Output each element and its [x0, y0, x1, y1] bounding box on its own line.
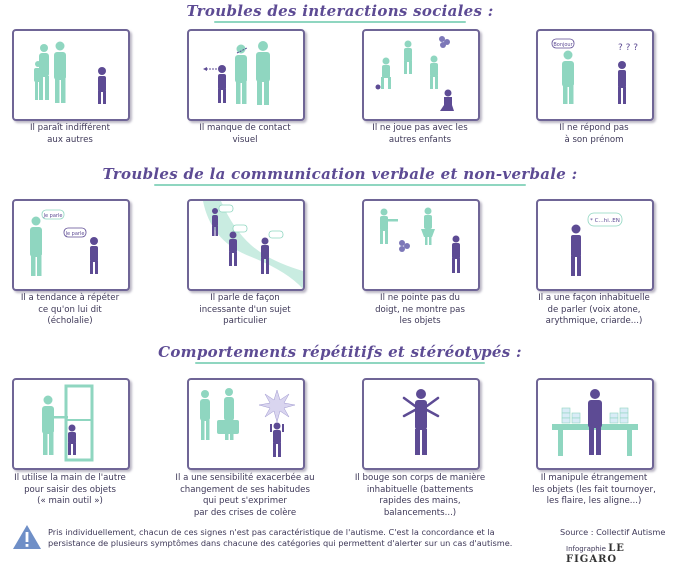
- caption-no-play: Il ne joue pas avec les autres enfants: [372, 123, 468, 145]
- illustration-odd-speech: * C...hi..EN: [536, 199, 654, 291]
- illustration-indifferent: [12, 29, 130, 121]
- section-title-communication: Troubles de la communication verbale et …: [0, 165, 680, 186]
- caption-tool-hand: Il utilise la main de l'autre pour saisi…: [14, 473, 126, 506]
- credit-brand: LE FIGARO: [566, 543, 625, 565]
- warning-icon: [13, 525, 41, 549]
- section-title-repetitive-text: Comportements répétitifs et stéréotypés …: [158, 343, 522, 361]
- credit: Infographie LE FIGARO: [566, 543, 680, 565]
- illustration-incessant-talk: [187, 199, 305, 291]
- illustration-change-sensitivity: [187, 378, 305, 470]
- section-title-communication-text: Troubles de la communication verbale et …: [102, 165, 578, 183]
- credit-prefix: Infographie: [566, 545, 606, 553]
- title-underline: [154, 184, 526, 186]
- illustration-eye-contact: [187, 29, 305, 121]
- bubble-je-parle-child: Je parle: [65, 231, 85, 237]
- caption-odd-speech: Il a une façon inhabituelle de parler (v…: [538, 293, 650, 326]
- bubble-odd-speech: * C...hi..EN: [590, 218, 620, 224]
- caption-eye-contact: Il manque de contact visuel: [199, 123, 291, 145]
- illustration-no-name-response: Bonjour ? ? ?: [536, 29, 654, 121]
- title-underline: [195, 362, 485, 364]
- bubble-bonjour: Bonjour: [553, 42, 573, 48]
- illustration-echolalia: Je parle Je parle: [12, 199, 130, 291]
- caption-no-pointing: Il ne pointe pas du doigt, ne montre pas…: [375, 293, 465, 326]
- caption-incessant-talk: Il parle de façon incessante d'un sujet …: [199, 293, 291, 326]
- section-title-repetitive: Comportements répétitifs et stéréotypés …: [0, 343, 680, 364]
- caption-change-sensitivity: Il a une sensibilité exacerbée au change…: [175, 473, 315, 518]
- section-title-social: Troubles des interactions sociales :: [0, 2, 680, 23]
- title-underline: [214, 21, 466, 23]
- illustration-tool-hand: [12, 378, 130, 470]
- illustration-no-pointing: [362, 199, 480, 291]
- section-title-social-text: Troubles des interactions sociales :: [186, 2, 494, 20]
- caption-object-manipulation: Il manipule étrangement les objets (les …: [532, 473, 656, 506]
- caption-echolalia: Il a tendance à répéter ce qu'on lui dit…: [20, 293, 120, 326]
- illustration-object-manipulation: [536, 378, 654, 470]
- illustration-body-movement: [362, 378, 480, 470]
- footnote: Pris individuellement, chacun de ces sig…: [48, 527, 513, 548]
- bubble-question: ? ? ?: [618, 43, 638, 53]
- caption-no-name-response: Il ne répond pas à son prénom: [559, 123, 629, 145]
- bubble-je-parle-adult: Je parle: [43, 213, 63, 219]
- illustration-no-play: [362, 29, 480, 121]
- caption-indifferent: Il paraît indifférent aux autres: [30, 123, 110, 145]
- source-label: Source : Collectif Autisme: [560, 527, 666, 537]
- caption-body-movement: Il bouge son corps de manière inhabituel…: [354, 473, 486, 518]
